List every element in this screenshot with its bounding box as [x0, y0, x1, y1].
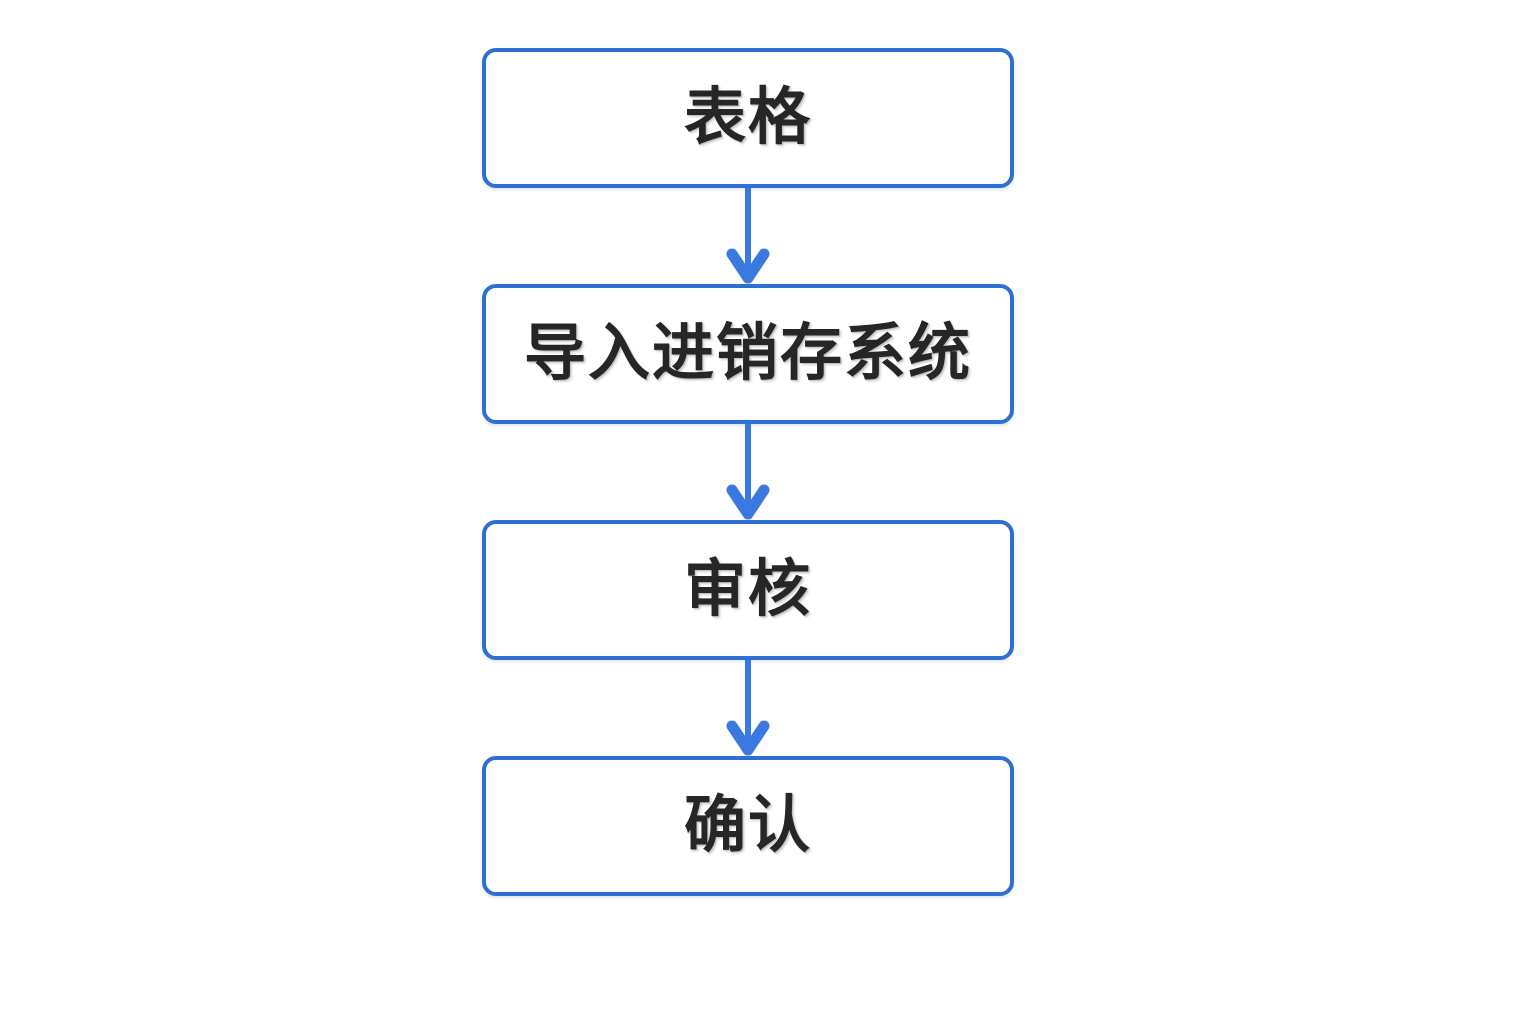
- flow-node-confirm[interactable]: 确认: [482, 756, 1014, 896]
- arrow-down-icon: [726, 188, 770, 284]
- flow-node-import-system[interactable]: 导入进销存系统: [482, 284, 1014, 424]
- flow-node-review[interactable]: 审核: [482, 520, 1014, 660]
- flow-connector-3: [482, 660, 1014, 756]
- flow-connector-1: [482, 188, 1014, 284]
- flow-node-table[interactable]: 表格: [482, 48, 1014, 188]
- flow-node-label: 导入进销存系统: [523, 319, 972, 388]
- flow-node-label: 审核: [683, 555, 812, 624]
- flowchart: 表格 导入进销存系统 审核: [482, 48, 1014, 896]
- flow-connector-2: [482, 424, 1014, 520]
- arrow-down-icon: [726, 424, 770, 520]
- arrow-down-icon: [726, 660, 770, 756]
- flow-node-label: 表格: [683, 83, 812, 152]
- flow-node-label: 确认: [683, 791, 812, 860]
